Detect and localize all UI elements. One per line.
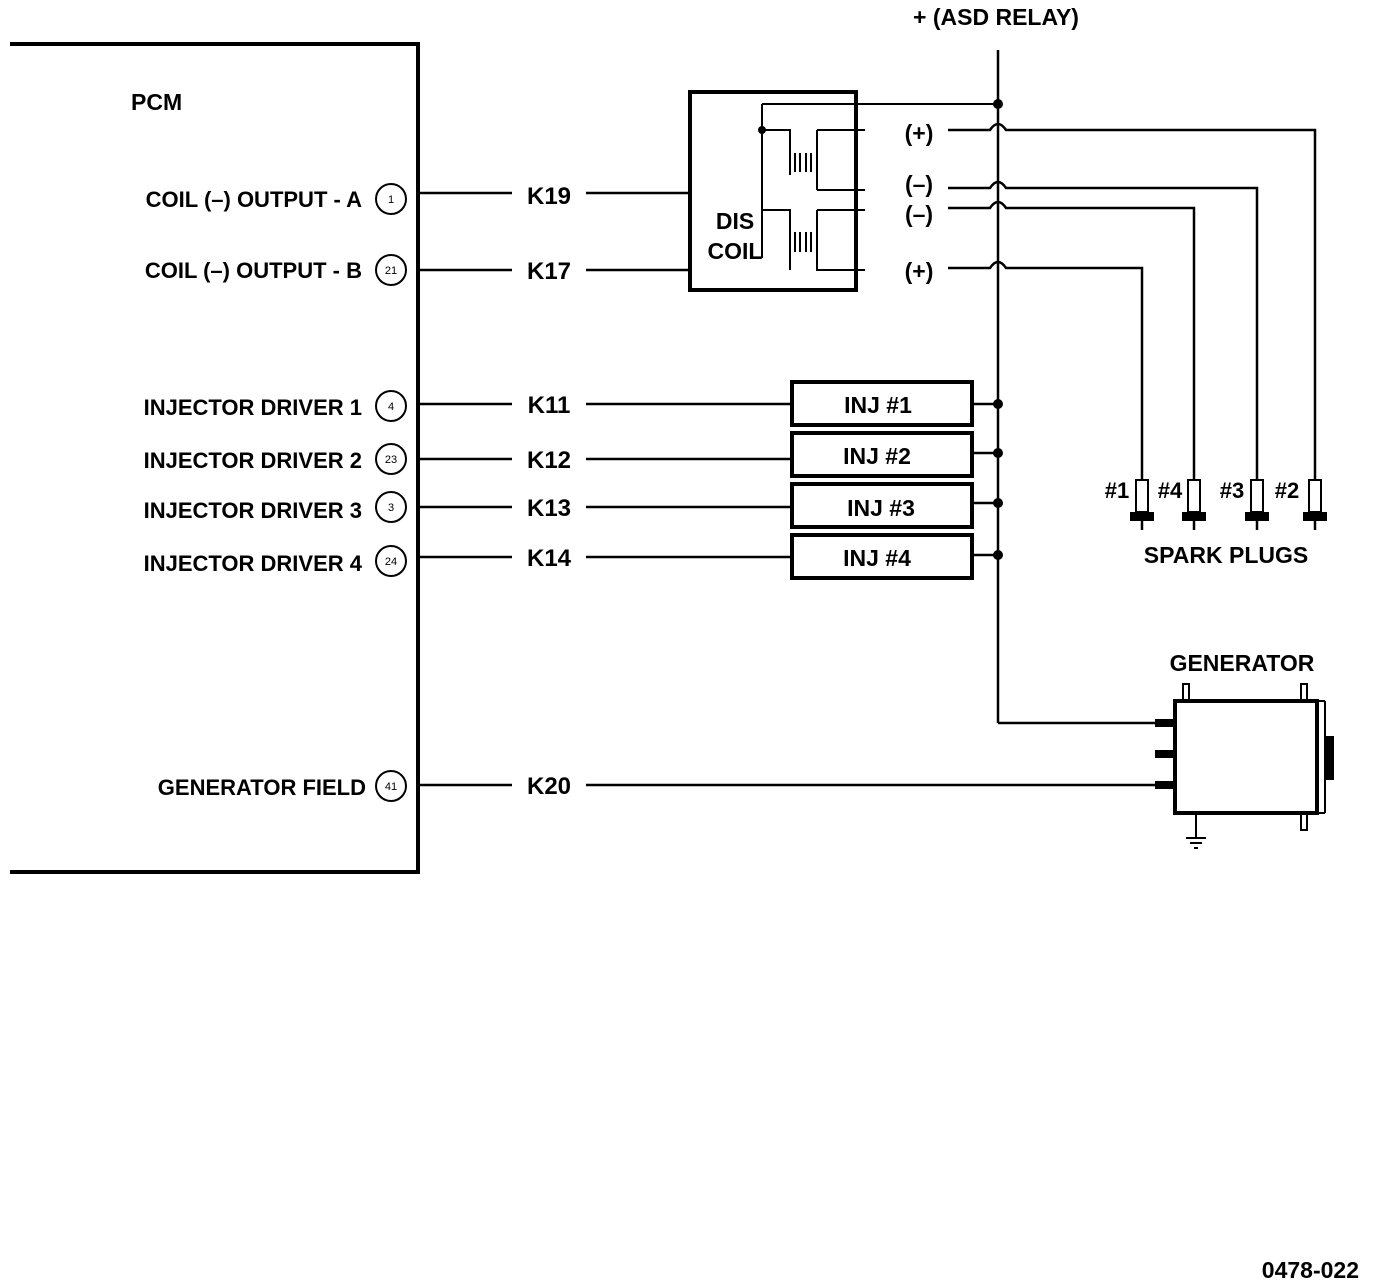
svg-text:3: 3 [388, 502, 394, 514]
junction-coil [993, 99, 1003, 109]
spark-plug-4 [1182, 479, 1206, 530]
dis-coil-label-line2: COIL [708, 238, 763, 264]
injector-4: INJ #4 [790, 533, 998, 580]
injector-2: INJ #2 [790, 431, 998, 478]
dis-coil-label-line1: DIS [716, 208, 754, 234]
pcm-label-injector-2: INJECTOR DRIVER 2 [144, 448, 362, 473]
wire-label-k11: K11 [528, 392, 571, 419]
coil-terminal-1: (+) [905, 120, 934, 146]
pcm-label-coil-b: COIL (–) OUTPUT - B [145, 258, 362, 283]
ground-icon [1186, 813, 1206, 849]
pin-41: 41 [375, 770, 407, 802]
spark-plugs-title: SPARK PLUGS [1144, 542, 1308, 568]
asd-relay-label: + (ASD RELAY) [913, 4, 1079, 30]
pcm-label-injector-4: INJECTOR DRIVER 4 [144, 551, 363, 576]
pin-3: 3 [375, 491, 407, 523]
lead-plug-3 [948, 180, 1259, 480]
svg-text:INJ #3: INJ #3 [847, 495, 915, 521]
generator-title: GENERATOR [1170, 650, 1315, 676]
svg-text:4: 4 [388, 401, 394, 413]
pcm-label-generator-field: GENERATOR FIELD [158, 775, 366, 800]
svg-text:23: 23 [385, 454, 397, 466]
lead-plug-2 [948, 122, 1317, 480]
dis-coil: DIS COIL [688, 90, 998, 292]
pin-4: 4 [375, 390, 407, 422]
spark-plug-label-2: #2 [1275, 478, 1299, 503]
pcm-title: PCM [131, 89, 182, 115]
pcm-label-coil-a: COIL (–) OUTPUT - A [146, 187, 362, 212]
pin-24: 24 [375, 545, 407, 577]
coil-terminal-2: (–) [905, 171, 933, 197]
wire-label-k13: K13 [527, 495, 571, 522]
svg-text:24: 24 [385, 556, 397, 568]
coil-terminal-3: (–) [905, 201, 933, 227]
injector-3: INJ #3 [790, 482, 998, 529]
spark-plug-3 [1245, 479, 1269, 530]
generator-symbol [1155, 683, 1334, 831]
svg-text:INJ #1: INJ #1 [844, 392, 912, 418]
wire-label-k19: K19 [527, 183, 571, 210]
spark-plug-1 [1130, 479, 1154, 530]
svg-text:41: 41 [385, 781, 397, 793]
svg-text:INJ #4: INJ #4 [843, 545, 911, 571]
pcm-label-injector-3: INJECTOR DRIVER 3 [144, 498, 362, 523]
figure-id: 0478-022 [1262, 1257, 1359, 1283]
spark-plug-label-1: #1 [1105, 478, 1129, 503]
wire-label-k14: K14 [527, 545, 572, 572]
pin-21: 21 [375, 254, 407, 286]
pin-23: 23 [375, 443, 407, 475]
injector-1: INJ #1 [790, 380, 998, 427]
svg-text:INJ #2: INJ #2 [843, 443, 911, 469]
lead-plug-1 [948, 260, 1144, 480]
coil-terminal-4: (+) [905, 258, 934, 284]
wire-label-k17: K17 [527, 258, 571, 285]
wire-label-k12: K12 [527, 447, 571, 474]
lead-plug-4 [948, 200, 1196, 480]
spark-plug-label-4: #4 [1158, 478, 1183, 503]
svg-text:1: 1 [388, 194, 394, 206]
wire-label-k20: K20 [527, 773, 571, 800]
spark-plug-2 [1303, 479, 1327, 530]
pcm-label-injector-1: INJECTOR DRIVER 1 [144, 395, 362, 420]
spark-plug-label-3: #3 [1220, 478, 1244, 503]
pin-1: 1 [375, 183, 407, 215]
svg-text:21: 21 [385, 265, 397, 277]
